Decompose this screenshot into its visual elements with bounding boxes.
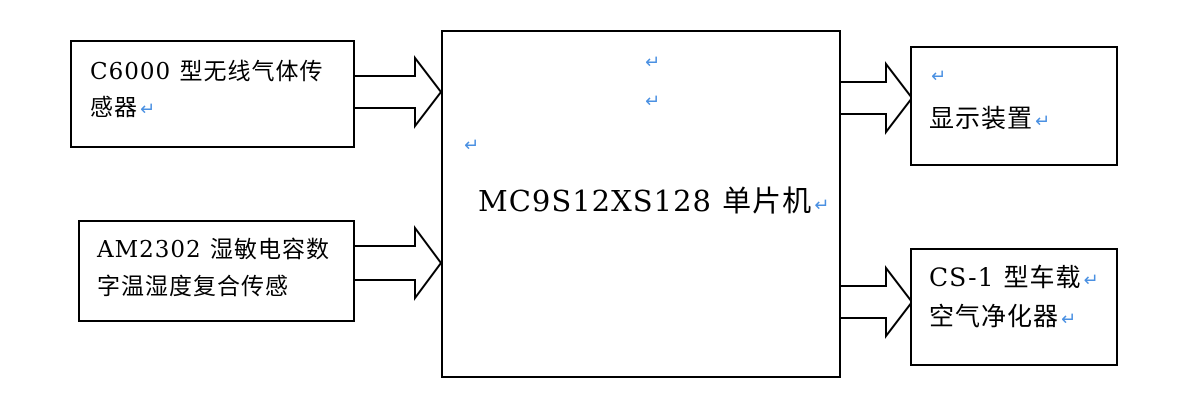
gas-sensor-line1: C6000 型无线气体传 bbox=[90, 59, 324, 85]
paragraph-mark-icon: ↵ bbox=[931, 66, 947, 87]
arrow-mcu-to-display bbox=[841, 61, 914, 135]
mcu-box bbox=[441, 30, 841, 378]
paragraph-mark-icon: ↵ bbox=[140, 99, 157, 120]
display-label-row: 显示装置↵ bbox=[929, 104, 1051, 137]
mcu-label-row: MC9S12XS128 单片机↵ bbox=[478, 184, 830, 223]
arrow-mcu-to-purifier bbox=[841, 265, 914, 339]
mcu-label: MC9S12XS128 单片机 bbox=[478, 184, 813, 218]
paragraph-mark-icon: ↵ bbox=[1035, 111, 1052, 132]
paragraph-mark-icon: ↵ bbox=[464, 135, 480, 156]
paragraph-mark-icon: ↵ bbox=[814, 195, 831, 216]
purifier-line2-row: 空气净化器↵ bbox=[929, 302, 1077, 335]
gas-sensor-line2-row: 感器↵ bbox=[90, 94, 156, 124]
paragraph-mark-icon: ↵ bbox=[645, 52, 661, 73]
humidity-sensor-line2: 字温湿度复合传感 bbox=[97, 274, 289, 300]
humidity-sensor-line1: AM2302 湿敏电容数 bbox=[97, 237, 331, 263]
arrow-gas-sensor-to-mcu bbox=[355, 55, 443, 129]
purifier-box bbox=[910, 248, 1118, 366]
purifier-line2: 空气净化器 bbox=[929, 302, 1060, 331]
paragraph-mark-icon: ↵ bbox=[645, 91, 661, 112]
paragraph-mark-icon: ↵ bbox=[1061, 309, 1078, 330]
arrow-humidity-sensor-to-mcu bbox=[355, 224, 443, 302]
gas-sensor-line2: 感器 bbox=[90, 95, 138, 121]
purifier-line1: CS-1 型车载 bbox=[929, 263, 1082, 292]
display-label: 显示装置 bbox=[929, 104, 1034, 133]
paragraph-mark-icon: ↵ bbox=[1083, 270, 1100, 291]
humidity-sensor-box bbox=[78, 220, 355, 322]
gas-sensor-box bbox=[70, 40, 355, 148]
display-box bbox=[910, 46, 1118, 166]
purifier-line1-row: CS-1 型车载↵ bbox=[929, 263, 1100, 296]
